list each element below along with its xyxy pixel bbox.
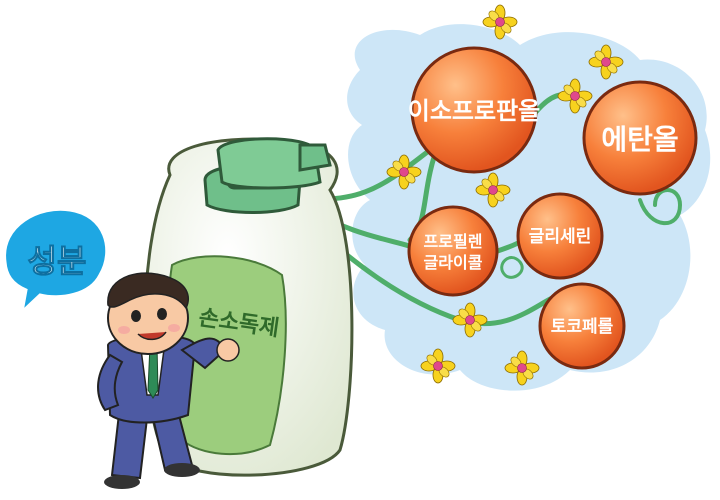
ingredient-ethanol: 에탄올 bbox=[582, 80, 698, 196]
badge-text: 성분 bbox=[28, 242, 87, 280]
businessman-character bbox=[97, 272, 240, 489]
ingredient-propylene-glycol: 프로필렌 글라이콜 bbox=[407, 205, 499, 297]
ingredient-ethanol-label: 에탄올 bbox=[601, 123, 678, 156]
ingredient-glycerin: 글리세린 bbox=[516, 192, 604, 280]
ingredient-tocopherol-label: 토코페롤 bbox=[551, 317, 614, 337]
ingredient-isopropanol: 이소프로판올 bbox=[408, 46, 540, 174]
ingredient-propylene-glycol-line2: 글라이콜 bbox=[424, 253, 483, 272]
ingredient-glycerin-label: 글리세린 bbox=[529, 227, 592, 247]
pump-head bbox=[216, 137, 322, 190]
ingredients-badge: 성분 bbox=[3, 207, 109, 317]
ingredient-tocopherol: 토코페롤 bbox=[538, 282, 626, 370]
pump-nozzle bbox=[298, 143, 332, 172]
ingredient-isopropanol-label: 이소프로판올 bbox=[408, 97, 540, 125]
ingredient-propylene-glycol-line1: 프로필렌 bbox=[424, 232, 483, 251]
